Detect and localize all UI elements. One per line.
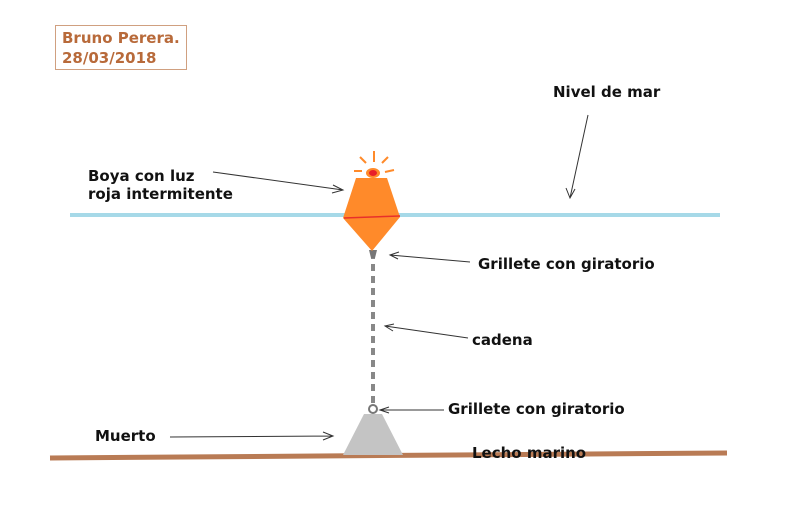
mooring-block <box>343 414 403 455</box>
bottom-shackle <box>368 404 378 414</box>
buoy-waterline <box>343 215 401 219</box>
flashing-light-icon <box>354 151 395 178</box>
arrow-mooring-block <box>169 431 335 441</box>
author-date: 28/03/2018 <box>62 49 157 67</box>
seabed-line <box>49 450 728 461</box>
arrow-shackle-bottom <box>378 406 444 414</box>
label-sea-level: Nivel de mar <box>553 83 661 101</box>
author-name: Bruno Perera. <box>62 29 180 47</box>
label-shackle-top: Grillete con giratorio <box>478 255 655 273</box>
label-seabed: Lecho marino <box>472 444 587 462</box>
arrow-chain <box>383 323 469 339</box>
label-mooring-block: Muerto <box>95 427 156 445</box>
label-chain: cadena <box>472 331 533 349</box>
arrow-shackle-top <box>388 251 471 263</box>
arrow-sea-level <box>565 114 589 200</box>
label-buoy-line2: roja intermitente <box>88 185 233 203</box>
label-shackle-bottom: Grillete con giratorio <box>448 400 625 418</box>
buoy <box>343 178 400 251</box>
author-signature: Bruno Perera. 28/03/2018 <box>55 25 187 70</box>
label-buoy-line1: Boya con luz <box>88 167 195 185</box>
pointer-arrows <box>169 114 589 441</box>
top-shackle <box>369 250 377 258</box>
arrow-buoy <box>212 171 345 194</box>
